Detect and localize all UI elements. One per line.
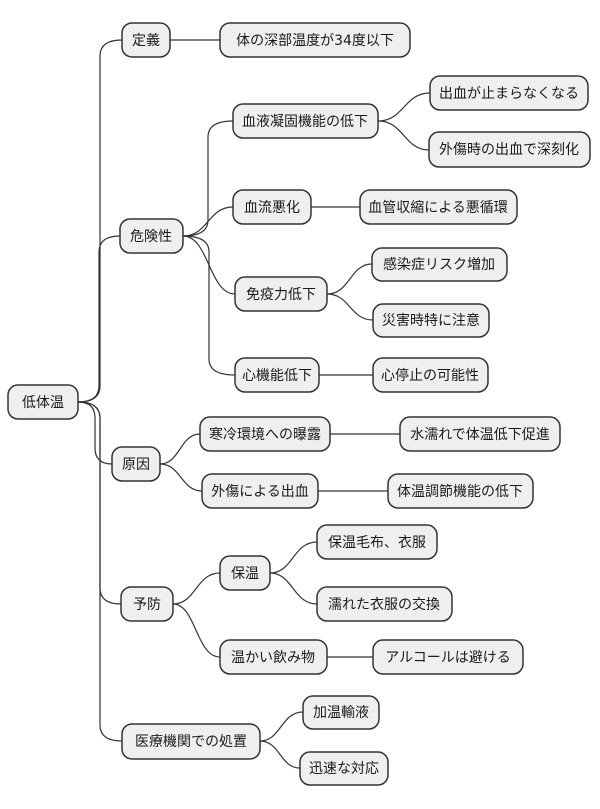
connector-root-risks <box>77 235 121 403</box>
connector-root-medical <box>77 401 123 742</box>
node-blood-coagulation-decline-label: 血液凝固機能の低下 <box>242 114 368 130</box>
connector-causes-cold-exposure <box>159 433 201 465</box>
node-immunity-decline-label: 免疫力低下 <box>246 287 316 303</box>
node-cardiac-function-decline-label: 心機能低下 <box>242 368 312 384</box>
node-bleeding-wont-stop-label: 出血が止まらなくなる <box>439 86 579 102</box>
connector-causes-trauma-bleeding <box>159 463 203 492</box>
node-blood-coagulation-decline: 血液凝固機能の低下 <box>232 103 379 139</box>
connector-immunity-infection <box>326 263 373 295</box>
node-risks: 危険性 <box>119 218 184 254</box>
node-core-temp-below-34-label: 体の深部温度が34度以下 <box>236 33 394 49</box>
node-avoid-alcohol: アルコールは避ける <box>372 639 524 675</box>
node-rapid-response-label: 迅速な対応 <box>309 761 379 777</box>
node-keep-warm: 保温 <box>219 555 271 591</box>
node-thermoregulation-decline-label: 体温調節機能の低下 <box>397 483 523 500</box>
node-trauma-bleeding-worsens: 外傷時の出血で深刻化 <box>428 131 591 168</box>
node-blankets-clothing: 保温毛布、衣服 <box>316 524 438 560</box>
node-rapid-response: 迅速な対応 <box>299 751 389 786</box>
node-cardiac-function-decline: 心機能低下 <box>234 357 320 393</box>
node-core-temp-below-34: 体の深部温度が34度以下 <box>219 22 411 58</box>
node-warmed-iv-fluids: 加温輸液 <box>302 695 380 730</box>
connector-medical-iv <box>259 711 304 742</box>
connector-keep-warm-blankets <box>269 541 318 574</box>
node-warm-drinks-label: 温かい飲み物 <box>231 650 315 666</box>
node-trauma-bleeding-label: 外傷による出血 <box>211 484 309 500</box>
node-vasoconstriction-vicious-cycle: 血管収縮による悪循環 <box>359 189 518 225</box>
node-definition-label: 定義 <box>132 32 160 49</box>
node-wet-accelerates-heat-loss: 水濡れで体温低下促進 <box>399 416 561 452</box>
node-risks-label: 危険性 <box>130 229 172 245</box>
connector-risks-cardiac <box>182 235 236 376</box>
connector-medical-rapid <box>259 740 301 769</box>
node-avoid-alcohol-label: アルコールは避ける <box>385 650 511 666</box>
node-thermoregulation-decline: 体温調節機能の低下 <box>387 473 534 509</box>
node-change-wet-clothes: 濡れた衣服の交換 <box>316 586 453 622</box>
node-trauma-bleeding: 外傷による出血 <box>201 473 319 509</box>
connector-keep-warm-change-clothes <box>269 572 318 605</box>
node-hypothermia-label: 低体温 <box>22 395 64 411</box>
node-prevention-label: 予防 <box>133 597 161 613</box>
node-prevention: 予防 <box>120 586 174 622</box>
node-bleeding-wont-stop: 出血が止まらなくなる <box>429 75 589 111</box>
node-causes: 原因 <box>111 446 161 482</box>
node-caution-in-disasters: 災害時特に注意 <box>372 303 490 338</box>
node-trauma-bleeding-worsens-label: 外傷時の出血で深刻化 <box>439 142 579 158</box>
connector-risks-blood-flow <box>182 206 234 237</box>
node-infection-risk-increase-label: 感染症リスク増加 <box>383 256 495 273</box>
node-cold-exposure-label: 寒冷環境への曝露 <box>209 426 321 443</box>
connector-prevention-keep-warm <box>172 572 221 605</box>
node-medical-treatment-label: 医療機関での処置 <box>135 733 247 750</box>
node-immunity-decline: 免疫力低下 <box>234 276 328 312</box>
node-caution-in-disasters-label: 災害時特に注意 <box>382 312 480 329</box>
node-poor-blood-flow-label: 血流悪化 <box>244 200 300 216</box>
connector-coagulation-trauma <box>377 120 430 151</box>
node-keep-warm-label: 保温 <box>231 566 259 582</box>
node-infection-risk-increase: 感染症リスク増加 <box>371 247 508 282</box>
node-medical-treatment: 医療機関での処置 <box>121 723 261 760</box>
node-poor-blood-flow: 血流悪化 <box>232 189 312 225</box>
connector-root-definition <box>77 39 123 403</box>
node-wet-accelerates-heat-loss-label: 水濡れで体温低下促進 <box>410 427 550 443</box>
node-warmed-iv-fluids-label: 加温輸液 <box>313 705 369 721</box>
connector-prevention-warm-drinks <box>172 603 221 658</box>
node-change-wet-clothes-label: 濡れた衣服の交換 <box>328 596 440 613</box>
node-warm-drinks: 温かい飲み物 <box>219 639 328 675</box>
connector-risks-coagulation <box>182 120 234 237</box>
node-blankets-clothing-label: 保温毛布、衣服 <box>328 535 426 551</box>
node-hypothermia: 低体温 <box>7 384 79 420</box>
connector-coagulation-bleeding <box>377 92 431 122</box>
node-vasoconstriction-vicious-cycle-label: 血管収縮による悪循環 <box>368 200 508 216</box>
node-cardiac-arrest-possibility-label: 心停止の可能性 <box>381 367 479 384</box>
connector-immunity-disaster <box>326 293 374 321</box>
node-definition: 定義 <box>121 22 171 58</box>
connectors <box>77 39 431 769</box>
node-causes-label: 原因 <box>122 457 150 473</box>
node-cold-exposure: 寒冷環境への曝露 <box>199 416 331 452</box>
node-cardiac-arrest-possibility: 心停止の可能性 <box>372 357 489 393</box>
connector-root-causes <box>77 401 113 465</box>
